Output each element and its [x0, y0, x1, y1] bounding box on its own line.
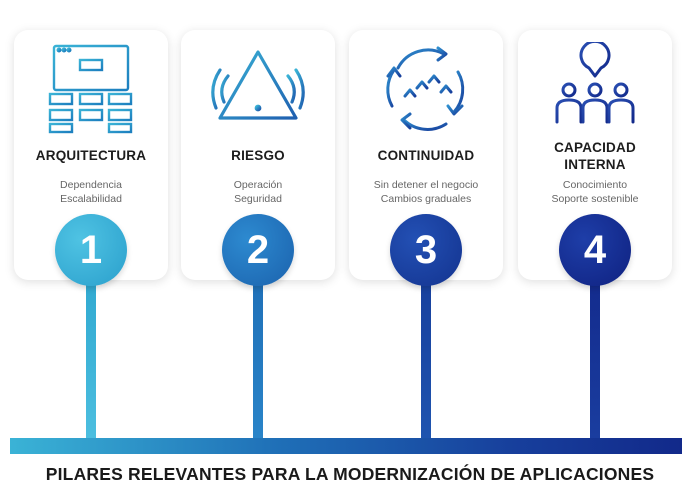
- pillar-number-3: 3: [390, 214, 462, 286]
- pillar-stem-3: [421, 270, 431, 446]
- architecture-grid-icon: [14, 42, 168, 138]
- pillar-number-2: 2: [222, 214, 294, 286]
- pillar-description: Sin detener el negocio Cambios graduales: [351, 178, 501, 206]
- pillar-stem-1: [86, 270, 96, 446]
- pillar-stem-2: [253, 270, 263, 446]
- team-chat-icon: [518, 42, 672, 138]
- pillar-title: CONTINUIDAD: [377, 148, 475, 163]
- pillar-number-1: 1: [55, 214, 127, 286]
- pillar-description-line: Escalabilidad: [60, 193, 122, 205]
- continuity-cycle-icon: [349, 42, 503, 138]
- pillar-number-4: 4: [559, 214, 631, 286]
- pillar-description-line: Operación: [233, 179, 283, 191]
- pillar-description-line: Conocimiento: [562, 179, 628, 191]
- pillar-description: Conocimiento Soporte sostenible: [520, 178, 670, 206]
- pillar-title: ARQUITECTURA: [35, 148, 147, 163]
- diagram-footer-title: PILARES RELEVANTES PARA LA MODERNIZACIÓN…: [45, 464, 655, 484]
- pillar-description: Operación Seguridad: [183, 178, 333, 206]
- pillar-stem-4: [590, 270, 600, 446]
- warning-triangle-icon: [181, 42, 335, 138]
- timeline-baseline: [10, 438, 682, 454]
- pillar-description-line: Dependencia: [60, 179, 122, 191]
- pillar-title: CAPACIDAD INTERNA: [554, 140, 636, 172]
- pillar-description-line: Soporte sostenible: [551, 193, 639, 205]
- pillar-description-line: Cambios graduales: [380, 193, 472, 205]
- pillar-description-line: Sin detener el negocio: [373, 179, 479, 191]
- pillar-description: Dependencia Escalabilidad: [16, 178, 166, 206]
- pillar-title: RIESGO: [231, 148, 285, 163]
- pillar-description-line: Seguridad: [234, 193, 282, 205]
